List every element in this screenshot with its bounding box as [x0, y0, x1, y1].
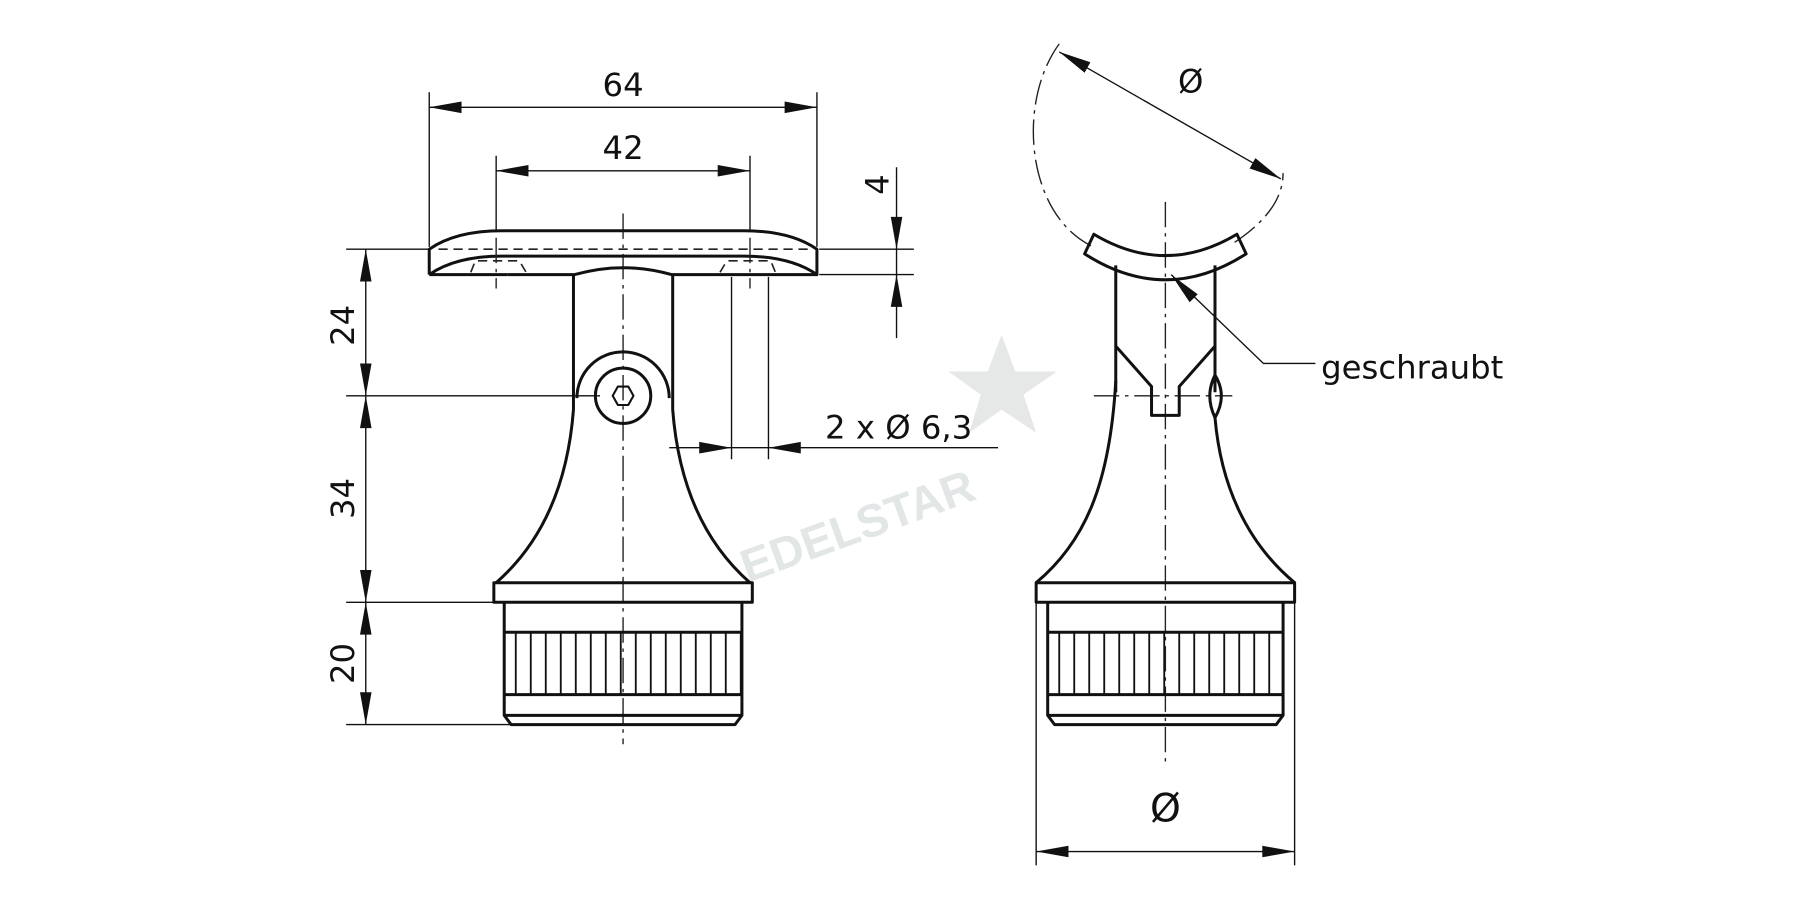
dim-34: 34 — [324, 478, 362, 519]
side-flange — [1034, 581, 1297, 604]
dimensions-side: Ø Ø geschraubt — [1035, 51, 1503, 866]
handrail-plate — [427, 229, 819, 277]
countersink-hidden — [470, 259, 777, 273]
stem — [571, 274, 675, 390]
flange — [492, 581, 754, 604]
watermark-text: EDELSTAR — [733, 459, 981, 592]
side-sleeve — [1046, 602, 1285, 727]
annotation-geschraubt: geschraubt — [1321, 348, 1503, 386]
flared-body — [495, 389, 751, 584]
dim-rail-diameter: Ø — [1178, 62, 1203, 100]
dimensions-front: 64 42 24 34 20 4 2 x Ø 6,3 — [324, 66, 999, 726]
pivot-arch — [575, 350, 671, 399]
rail-circle-phantom — [1032, 43, 1284, 249]
knurl — [1058, 632, 1271, 695]
dim-24: 24 — [324, 305, 362, 346]
sleeve — [502, 602, 744, 727]
knurl — [514, 632, 742, 695]
dim-holes: 2 x Ø 6,3 — [825, 408, 972, 446]
dim-42: 42 — [603, 129, 644, 167]
side-stem — [1114, 265, 1217, 417]
dim-64: 64 — [603, 66, 644, 104]
front-view — [427, 213, 819, 745]
dim-20: 20 — [324, 643, 362, 684]
side-flared-body — [1035, 380, 1296, 584]
hex-socket-icon — [611, 385, 635, 407]
watermark-star-icon — [948, 334, 1057, 433]
saddle — [1083, 232, 1248, 282]
dim-tube-diameter: Ø — [1150, 787, 1181, 832]
watermark: EDELSTAR — [733, 459, 981, 592]
side-view — [1032, 43, 1297, 762]
plate-bottom — [507, 266, 739, 277]
dim-4: 4 — [858, 174, 896, 195]
